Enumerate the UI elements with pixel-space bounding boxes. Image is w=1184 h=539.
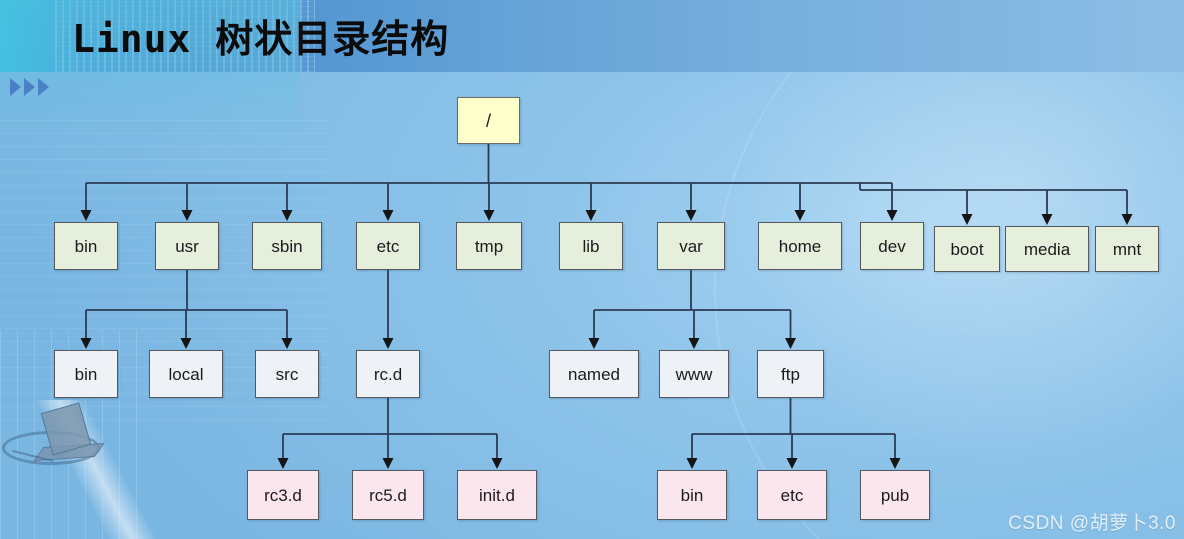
tree-node-label: usr [175, 236, 199, 256]
page-title: Linux 树状目录结构 [72, 17, 450, 61]
background-left-panel [0, 0, 300, 240]
tree-node-label: init.d [479, 485, 515, 505]
tree-node-www: www [659, 350, 729, 398]
tree-node-sbin: sbin [252, 222, 322, 270]
tree-node-label: bin [74, 364, 98, 384]
tree-node-tmp: tmp [456, 222, 522, 270]
tree-node-label: dev [878, 236, 906, 256]
tree-node-mnt: mnt [1095, 226, 1159, 272]
tree-node-pub: pub [860, 470, 930, 520]
tree-node-label: tmp [474, 236, 504, 256]
tree-node-rc5-d: rc5.d [352, 470, 424, 520]
tree-node-home: home [758, 222, 842, 270]
tree-node-label: rc3.d [264, 485, 302, 505]
tree-node-label: etc [780, 485, 804, 505]
tree-node-bin: bin [657, 470, 727, 520]
tree-node-label: local [168, 364, 204, 384]
tree-node-local: local [149, 350, 223, 398]
tree-node-rc-d: rc.d [356, 350, 420, 398]
tree-node-bin: bin [54, 222, 118, 270]
tree-node-boot: boot [934, 226, 1000, 272]
tree-node-named: named [549, 350, 639, 398]
tree-node-label: media [1023, 239, 1071, 259]
tree-node--: / [457, 97, 520, 144]
tree-node-init-d: init.d [457, 470, 537, 520]
tree-node-label: bin [74, 236, 98, 256]
csdn-watermark: CSDN @胡萝卜3.0 [1008, 513, 1176, 534]
tree-node-label: www [675, 364, 713, 384]
tree-node-dev: dev [860, 222, 924, 270]
tree-node-lib: lib [559, 222, 623, 270]
tree-node-media: media [1005, 226, 1089, 272]
background-light-streak [0, 400, 220, 539]
tree-node-label: var [679, 236, 703, 256]
tree-node-var: var [657, 222, 725, 270]
tree-node-label: ftp [781, 364, 800, 384]
tree-node-label: mnt [1112, 239, 1142, 259]
laptop-icon [0, 402, 110, 475]
tree-node-label: named [568, 364, 620, 384]
tree-node-label: rc5.d [369, 485, 407, 505]
tree-node-etc: etc [356, 222, 420, 270]
chevron-right-icon [10, 78, 49, 96]
tree-node-label: lib [582, 236, 600, 256]
tree-node-src: src [255, 350, 319, 398]
tree-node-label: / [485, 110, 491, 131]
tree-node-rc3-d: rc3.d [247, 470, 319, 520]
tree-node-label: boot [950, 239, 984, 259]
tree-node-label: src [275, 364, 299, 384]
tree-node-bin: bin [54, 350, 118, 398]
tree-node-etc: etc [757, 470, 827, 520]
tree-node-label: rc.d [373, 364, 403, 384]
tree-node-ftp: ftp [757, 350, 824, 398]
tree-node-label: bin [680, 485, 704, 505]
tree-node-label: home [778, 236, 822, 256]
tree-node-label: etc [376, 236, 400, 256]
tree-node-label: pub [880, 485, 910, 505]
tree-node-usr: usr [155, 222, 219, 270]
tree-node-label: sbin [271, 236, 303, 256]
